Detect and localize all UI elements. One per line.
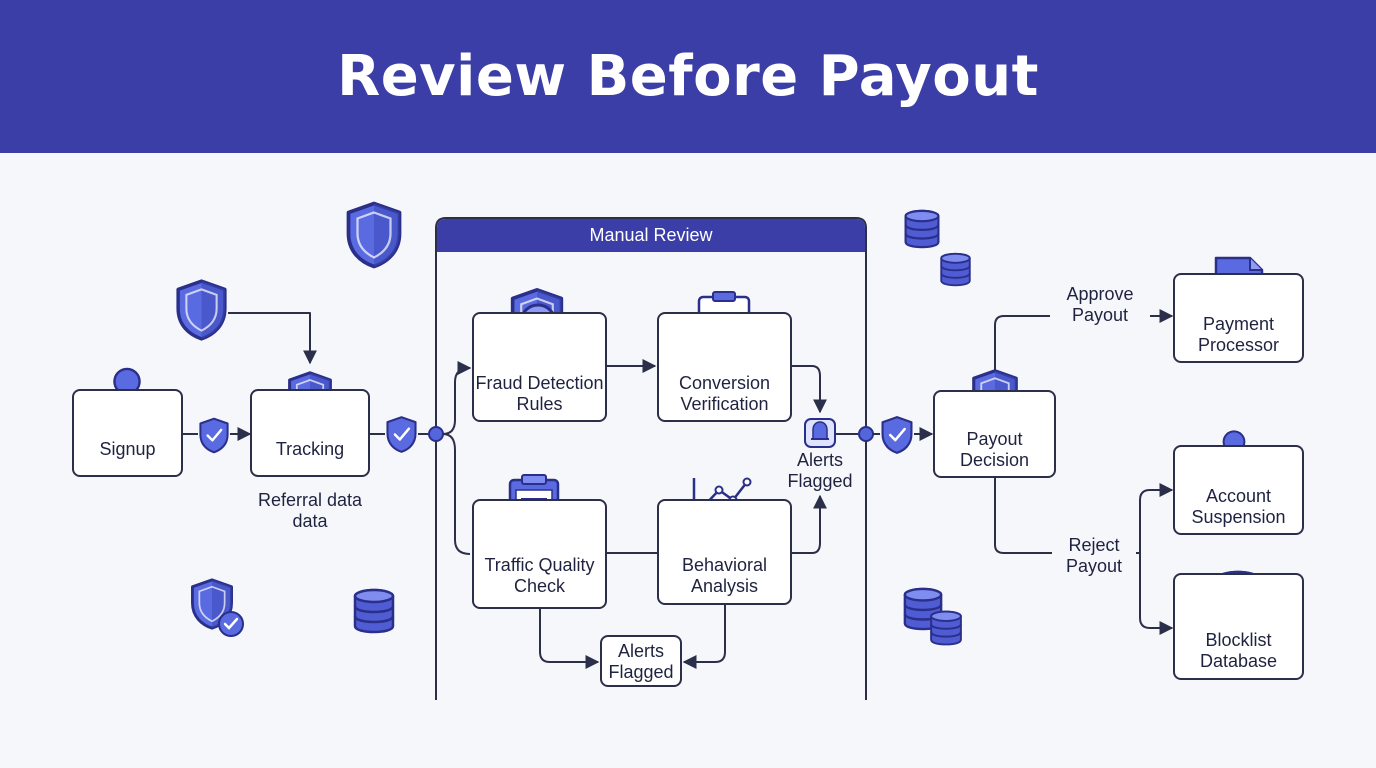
referral-data-label: Referral data data [257,490,363,531]
blocklist-database-node [1173,573,1304,680]
traffic-quality-label: Traffic Quality Check [484,555,595,596]
alerts-flagged-bottom-label: Alerts Flagged [608,641,674,682]
behavioral-analysis-label: Behavioral Analysis [681,555,768,596]
payout-decision-label: Payout Decision [959,429,1030,470]
payout-decision-node [933,390,1056,478]
bell-icon [804,418,836,448]
shield-check-icon [190,578,244,637]
traffic-quality-node [472,499,607,609]
page-title: Review Before Payout [337,44,1039,109]
shield-check-icon [199,417,229,454]
alerts-flagged-bottom-node [600,635,682,687]
signup-node [72,389,183,477]
database-icon [353,588,395,634]
manual-review-panel [435,217,867,700]
alerts-flagged-label: Alerts Flagged [787,450,853,491]
tracking-label: Tracking [275,439,345,459]
account-suspension-node [1173,445,1304,535]
behavioral-analysis-node [657,499,792,605]
flow-diagram: Manual Review Signup Tracking Referral d… [0,153,1376,768]
database-stack-icon [903,587,962,646]
fraud-detection-label: Fraud Detection Rules [475,373,604,414]
account-suspension-label: Account Suspension [1191,486,1286,527]
header-banner: Review Before Payout [0,0,1376,153]
shield-icon [176,279,227,341]
panel-title: Manual Review [589,225,713,245]
shield-check-icon [386,415,417,454]
payment-processor-label: Payment Processor [1197,314,1280,355]
reject-payout-label: Reject Payout [1052,535,1136,577]
blocklist-database-label: Blocklist Database [1199,630,1278,671]
conversion-verification-node [657,312,792,422]
approve-payout-label: Approve Payout [1050,284,1150,326]
shield-icon [346,201,402,269]
tracking-node [250,389,370,477]
database-icon [904,209,940,249]
shield-check-icon [881,415,913,455]
conversion-verification-label: Conversion Verification [678,373,771,414]
fraud-detection-node [472,312,607,422]
database-small-icon [940,252,971,287]
payment-processor-node [1173,273,1304,363]
signup-label: Signup [99,439,156,459]
